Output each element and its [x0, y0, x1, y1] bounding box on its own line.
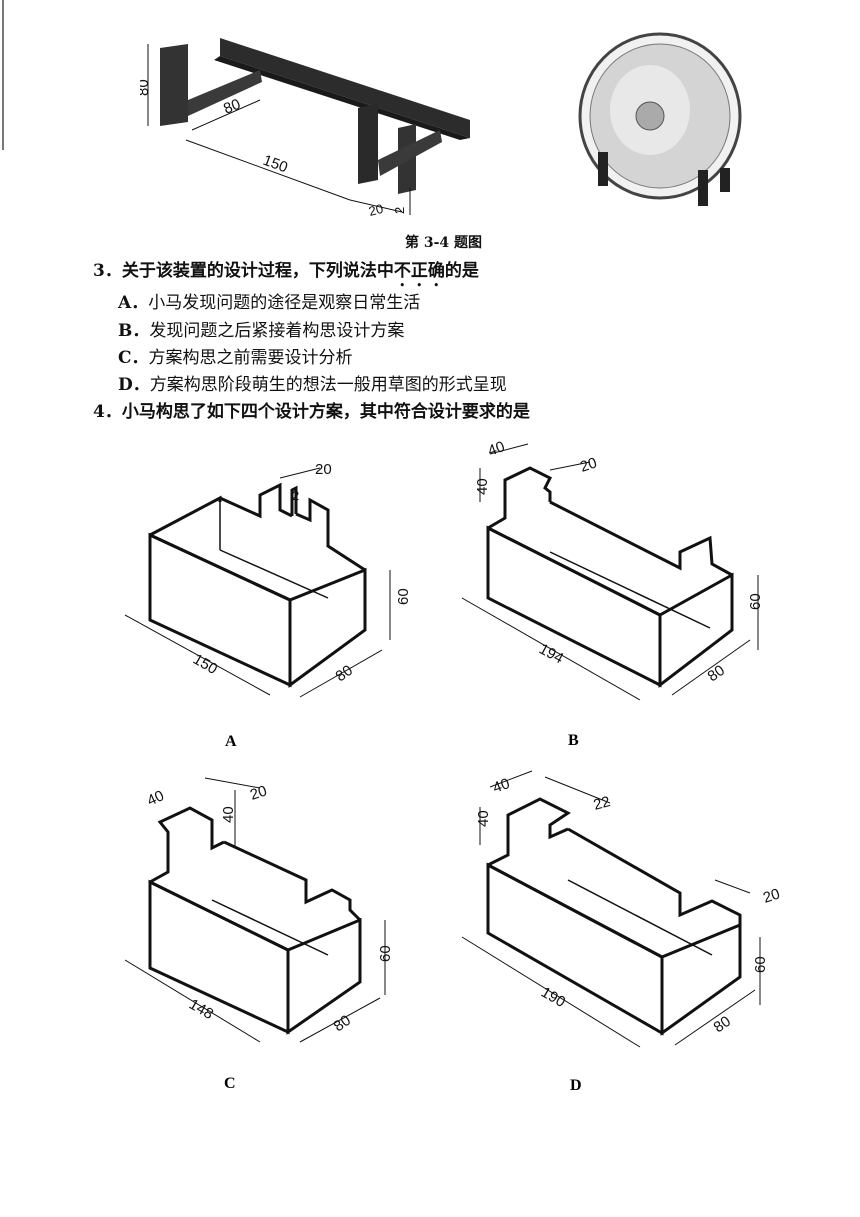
fig-a-slot2: 2: [292, 488, 299, 503]
question-4-number: 4．: [93, 402, 122, 422]
plate-stand-right: [698, 170, 708, 206]
q3-option-d[interactable]: D．方案构思阶段萌生的想法一般用草图的形式呈现: [118, 370, 507, 395]
fig-b-label: B: [568, 732, 579, 749]
fig-a-slot: 20: [315, 461, 332, 478]
page-edge-line: [2, 0, 4, 150]
figure-caption: 第 3-4 题图: [405, 235, 483, 251]
question-3-number: 3．: [93, 261, 122, 281]
box-a: [148, 482, 367, 688]
dim-t2: 2: [392, 207, 407, 214]
q3-option-b[interactable]: B．发现问题之后紧接着构思设计方案: [118, 316, 404, 341]
fig-b-tab-h: 40: [474, 478, 491, 495]
fig-b-height: 60: [747, 593, 764, 610]
question-3-text-end: 的是: [444, 261, 479, 281]
stand-photo: 80 80 150 20 2: [140, 38, 470, 219]
figure-a: 150 80 60 20 2 A: [124, 461, 412, 750]
figure-c: 148 80 60 40 40 20 C: [124, 777, 394, 1090]
question-4: 4．小马构思了如下四个设计方案，其中符合设计要求的是: [93, 397, 530, 422]
dim-w80: 80: [221, 96, 243, 118]
fig-d-tab-h: 40: [475, 810, 492, 827]
fig-b-slot: 20: [578, 454, 599, 475]
fig-a-depth: 80: [333, 662, 356, 685]
dim-h80: 80: [140, 79, 152, 96]
option-letter: B．: [118, 321, 150, 341]
fig-a-length: 150: [190, 651, 220, 678]
fig-b-length: 194: [536, 641, 566, 668]
option-text: 方案构思之前需要设计分析: [148, 348, 353, 368]
stand-back-bar: [220, 38, 470, 138]
fig-b-tab-w: 40: [486, 440, 507, 460]
fig-d-height: 60: [752, 956, 769, 973]
question-3: 3．关于该装置的设计过程，下列说法中不正确的是: [93, 256, 479, 291]
fig-a-label: A: [225, 733, 237, 750]
option-letter: C．: [118, 348, 149, 368]
fig-c-tab-w: 40: [145, 787, 167, 809]
option-letter: A．: [118, 293, 149, 313]
q3-option-a[interactable]: A．小马发现问题的途径是观察日常生活: [118, 288, 420, 313]
fig-d-length: 190: [538, 984, 568, 1011]
fig-c-depth: 80: [331, 1012, 354, 1035]
figure-d: 190 80 60 40 40 22 20 D: [461, 770, 782, 1094]
fig-d-depth: 80: [711, 1013, 734, 1036]
q3-option-c[interactable]: C．方案构思之前需要设计分析: [118, 343, 353, 368]
stand-right-post: [358, 104, 378, 184]
stand-left-arm: [188, 70, 262, 116]
fig-c-slot: 20: [248, 782, 269, 803]
plate-stand-left: [598, 152, 608, 186]
fig-d-tab-w: 40: [491, 775, 512, 797]
option-letter: D．: [118, 375, 150, 395]
question-3-emphasis: 不正确: [393, 261, 445, 281]
fig-d-label: D: [570, 1077, 582, 1094]
stand-left-post: [160, 44, 188, 126]
option-text: 方案构思阶段萌生的想法一般用草图的形式呈现: [149, 375, 507, 395]
box-d: [486, 797, 742, 1036]
fig-c-height: 60: [377, 945, 394, 962]
plate-photo: [578, 32, 742, 206]
option-text: 发现问题之后紧接着构思设计方案: [149, 321, 405, 341]
fig-c-label: C: [224, 1075, 236, 1090]
fig-d-slot-right: 20: [761, 885, 782, 906]
question-4-text: 小马构思了如下四个设计方案，其中符合设计要求的是: [121, 402, 530, 422]
question-3-text: 关于该装置的设计过程，下列说法中: [121, 261, 394, 281]
fig-b-depth: 80: [705, 662, 728, 685]
box-c: [148, 806, 362, 1035]
box-b: [486, 466, 734, 689]
fig-c-tab-h: 40: [220, 806, 237, 823]
dim-l150: 150: [261, 152, 290, 177]
figure-b: 194 80 60 40 40 20 B: [461, 440, 764, 749]
plate-center: [635, 101, 665, 131]
dim-t20: 20: [367, 201, 385, 219]
fig-a-height: 60: [395, 588, 412, 605]
fig-d-slot: 22: [592, 793, 613, 814]
stand-right-arm: [378, 130, 442, 176]
option-text: 小马发现问题的途径是观察日常生活: [148, 293, 421, 313]
